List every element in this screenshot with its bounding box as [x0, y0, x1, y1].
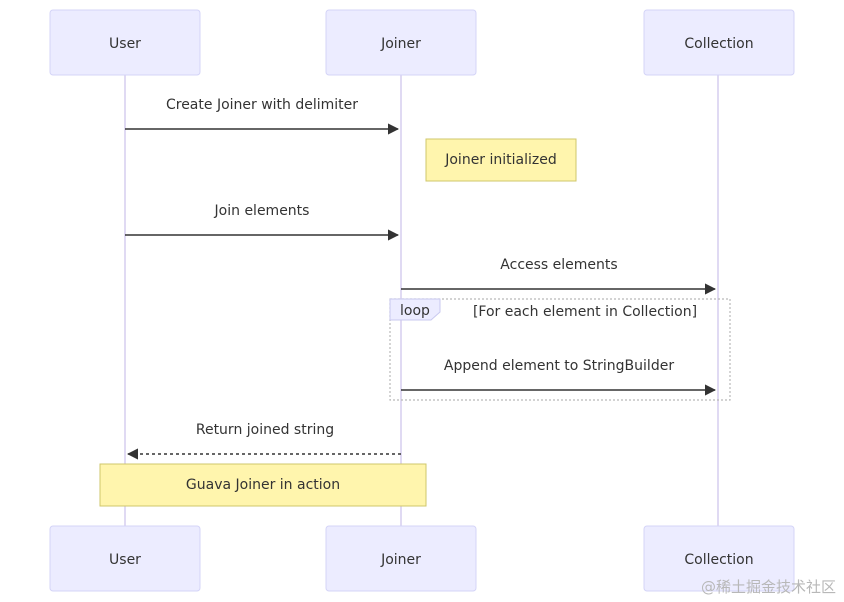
actor-joiner-top: Joiner — [325, 9, 477, 76]
message-append-element: Append element to StringBuilder — [401, 358, 717, 396]
message-join-elements: Join elements — [125, 203, 400, 241]
note-joiner-initialized-label: Joiner initialized — [444, 152, 557, 168]
watermark-text: @稀土掘金技术社区 — [701, 578, 836, 596]
actor-user-bottom-label: User — [109, 552, 141, 568]
note-joiner-initialized: Joiner initialized — [425, 138, 577, 182]
message-create-joiner: Create Joiner with delimiter — [125, 97, 400, 135]
actor-user-bottom: User — [49, 525, 201, 592]
message-create-joiner-label: Create Joiner with delimiter — [166, 97, 358, 113]
actor-collection-bottom: Collection — [643, 525, 795, 592]
message-join-elements-label: Join elements — [214, 203, 310, 219]
note-guava-joiner-in-action-label: Guava Joiner in action — [186, 477, 340, 493]
actor-joiner-bottom-label: Joiner — [380, 552, 421, 568]
loop-condition: [For each element in Collection] — [473, 304, 697, 320]
loop-block: loop [For each element in Collection] — [389, 298, 731, 401]
actor-joiner-top-label: Joiner — [380, 36, 421, 52]
actor-collection-bottom-label: Collection — [684, 552, 753, 568]
message-access-elements: Access elements — [401, 257, 717, 295]
actor-joiner-bottom: Joiner — [325, 525, 477, 592]
actor-user-top-label: User — [109, 36, 141, 52]
message-return-joined-string: Return joined string — [126, 422, 401, 460]
loop-keyword: loop — [400, 303, 430, 319]
message-append-element-label: Append element to StringBuilder — [444, 358, 674, 374]
message-access-elements-label: Access elements — [500, 257, 617, 273]
note-guava-joiner-in-action: Guava Joiner in action — [99, 463, 427, 507]
message-return-joined-string-label: Return joined string — [196, 422, 334, 438]
actor-collection-top-label: Collection — [684, 36, 753, 52]
actor-user-top: User — [49, 9, 201, 76]
actor-collection-top: Collection — [643, 9, 795, 76]
